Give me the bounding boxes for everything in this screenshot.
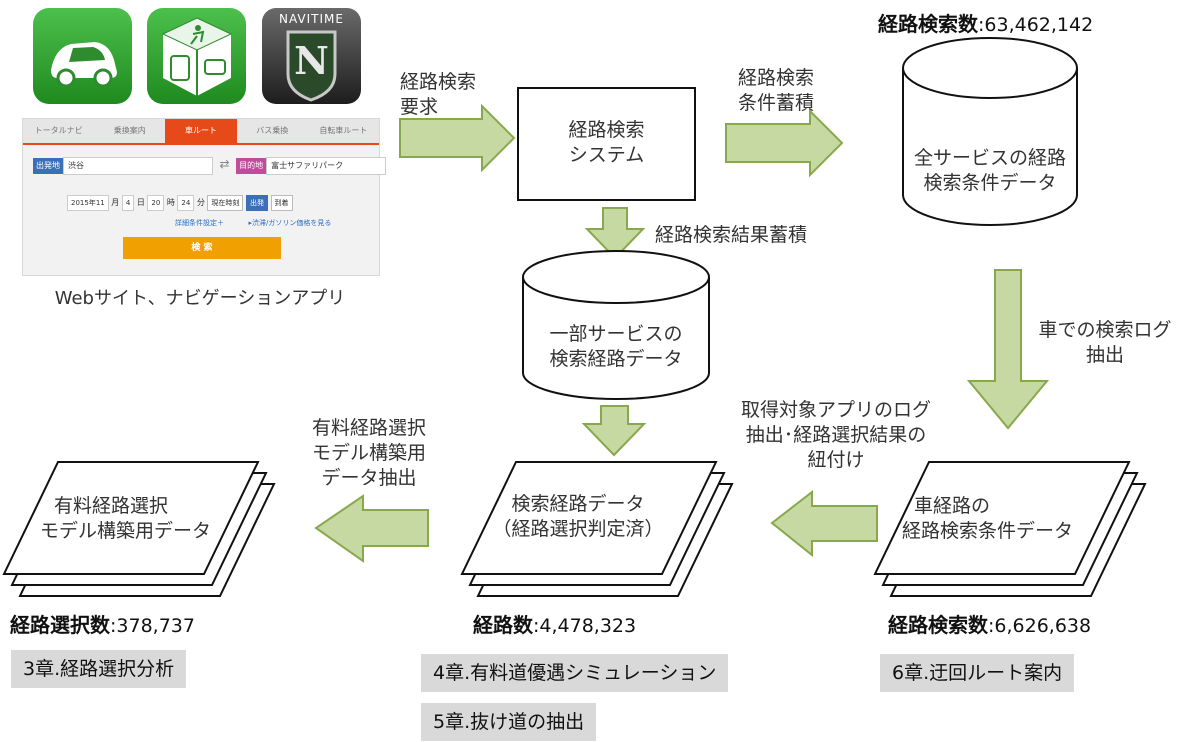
minute-unit: 分: [196, 198, 205, 207]
now-button[interactable]: 現在時刻: [207, 195, 244, 211]
request-arrow: [399, 103, 516, 173]
chapter-3: 3章.経路選択分析: [11, 650, 187, 688]
hour-select[interactable]: 20: [147, 195, 165, 211]
chapter-5: 5章.抜け道の抽出: [421, 703, 597, 741]
to-input[interactable]: 富士サファリパーク: [266, 157, 387, 175]
partial-to-route-arrow: [581, 405, 647, 457]
month-unit: 月: [111, 198, 120, 207]
tab-bus[interactable]: バス乗換: [256, 126, 289, 135]
route-search-form: トータルナビ 乗換案内 車ルート バス乗換 自転車ルート 出発地渋谷 ⇄ 目的地…: [22, 118, 387, 276]
car-search-count: 経路検索数:6,626,638: [888, 613, 1092, 637]
depart-button[interactable]: 出発: [245, 195, 268, 211]
year-month-select[interactable]: 2015年11: [67, 195, 109, 211]
store-conditions-label: 経路検索条件蓄積: [738, 67, 815, 114]
extract-car-arrow: [966, 269, 1050, 430]
from-input[interactable]: 渋谷: [63, 157, 213, 175]
transit-app-icon: [147, 8, 246, 104]
tab-transit[interactable]: 乗換案内: [113, 126, 146, 135]
tab-car-route[interactable]: 車ルート: [165, 119, 237, 143]
partial-services-database: [522, 250, 710, 400]
request-label: 経路検索要求: [400, 71, 477, 118]
car-icon: [51, 42, 117, 88]
fuel-price-link[interactable]: ▸渋滞/ガソリン価格を見る: [248, 219, 332, 227]
navitime-label: NAVITIME: [279, 12, 344, 26]
navitime-app-icon: NAVITIME N: [262, 8, 361, 104]
store-results-label: 経路検索結果蓄積: [655, 224, 808, 246]
transfer-cube-icon: [161, 17, 233, 96]
car-app-icon: [33, 8, 132, 104]
all-services-db-label: 全サービスの経路検索条件データ: [913, 147, 1066, 194]
model-data-label: 有料経路選択モデル構築用データ: [40, 495, 212, 542]
web-caption: Webサイト、ナビゲーションアプリ: [54, 288, 346, 309]
search-button[interactable]: 検 索: [123, 237, 281, 259]
model-data-stack: [2, 461, 276, 597]
swap-icon[interactable]: ⇄: [219, 157, 230, 171]
to-tag: 目的地: [236, 158, 267, 174]
link-logs-label: 取得対象アプリのログ抽出･経路選択結果の紐付け: [740, 399, 931, 471]
hour-unit: 時: [166, 198, 175, 207]
car-data-stack: [873, 461, 1147, 597]
route-data-stack: [460, 461, 734, 597]
chapter-6: 6章.迂回ルート案内: [880, 654, 1075, 692]
mode-tabs: トータルナビ 乗換案内 車ルート バス乗換 自転車ルート: [23, 119, 379, 145]
link-logs-arrow: [770, 489, 878, 558]
search-system-box: [517, 87, 696, 201]
day-select[interactable]: 4: [121, 195, 135, 211]
tab-bicycle[interactable]: 自転車ルート: [319, 126, 368, 135]
arrive-button[interactable]: 到着: [270, 195, 293, 211]
car-data-label: 車経路の経路検索条件データ: [902, 495, 1074, 542]
store-results-arrow: [584, 207, 646, 260]
minute-select[interactable]: 24: [177, 195, 195, 211]
route-count: 経路数:4,478,323: [473, 613, 637, 637]
day-unit: 日: [136, 198, 145, 207]
route-data-label: 検索経路データ（経路選択判定済）: [492, 493, 664, 540]
partial-db-label: 一部サービスの検索経路データ: [549, 323, 683, 370]
from-tag: 出発地: [33, 158, 63, 174]
extract-model-label: 有料経路選択モデル構築用データ抽出: [311, 417, 426, 489]
extract-car-label: 車での検索ログ抽出: [1038, 319, 1172, 366]
navitime-shield-icon: [286, 30, 337, 102]
system-label: 経路検索システム: [568, 119, 645, 166]
chapter-4: 4章.有料道優遇シミュレーション: [421, 654, 729, 692]
choice-count: 経路選択数:378,737: [10, 613, 195, 637]
tab-total-navi[interactable]: トータルナビ: [34, 126, 83, 135]
navitime-letter: N: [294, 38, 329, 83]
detail-settings-link[interactable]: 詳細条件設定＋: [175, 219, 224, 227]
store-conditions-arrow: [725, 108, 844, 178]
all-services-database: [902, 37, 1078, 226]
total-search-count: 経路検索数:63,462,142: [878, 12, 1094, 36]
extract-model-arrow: [314, 494, 429, 563]
